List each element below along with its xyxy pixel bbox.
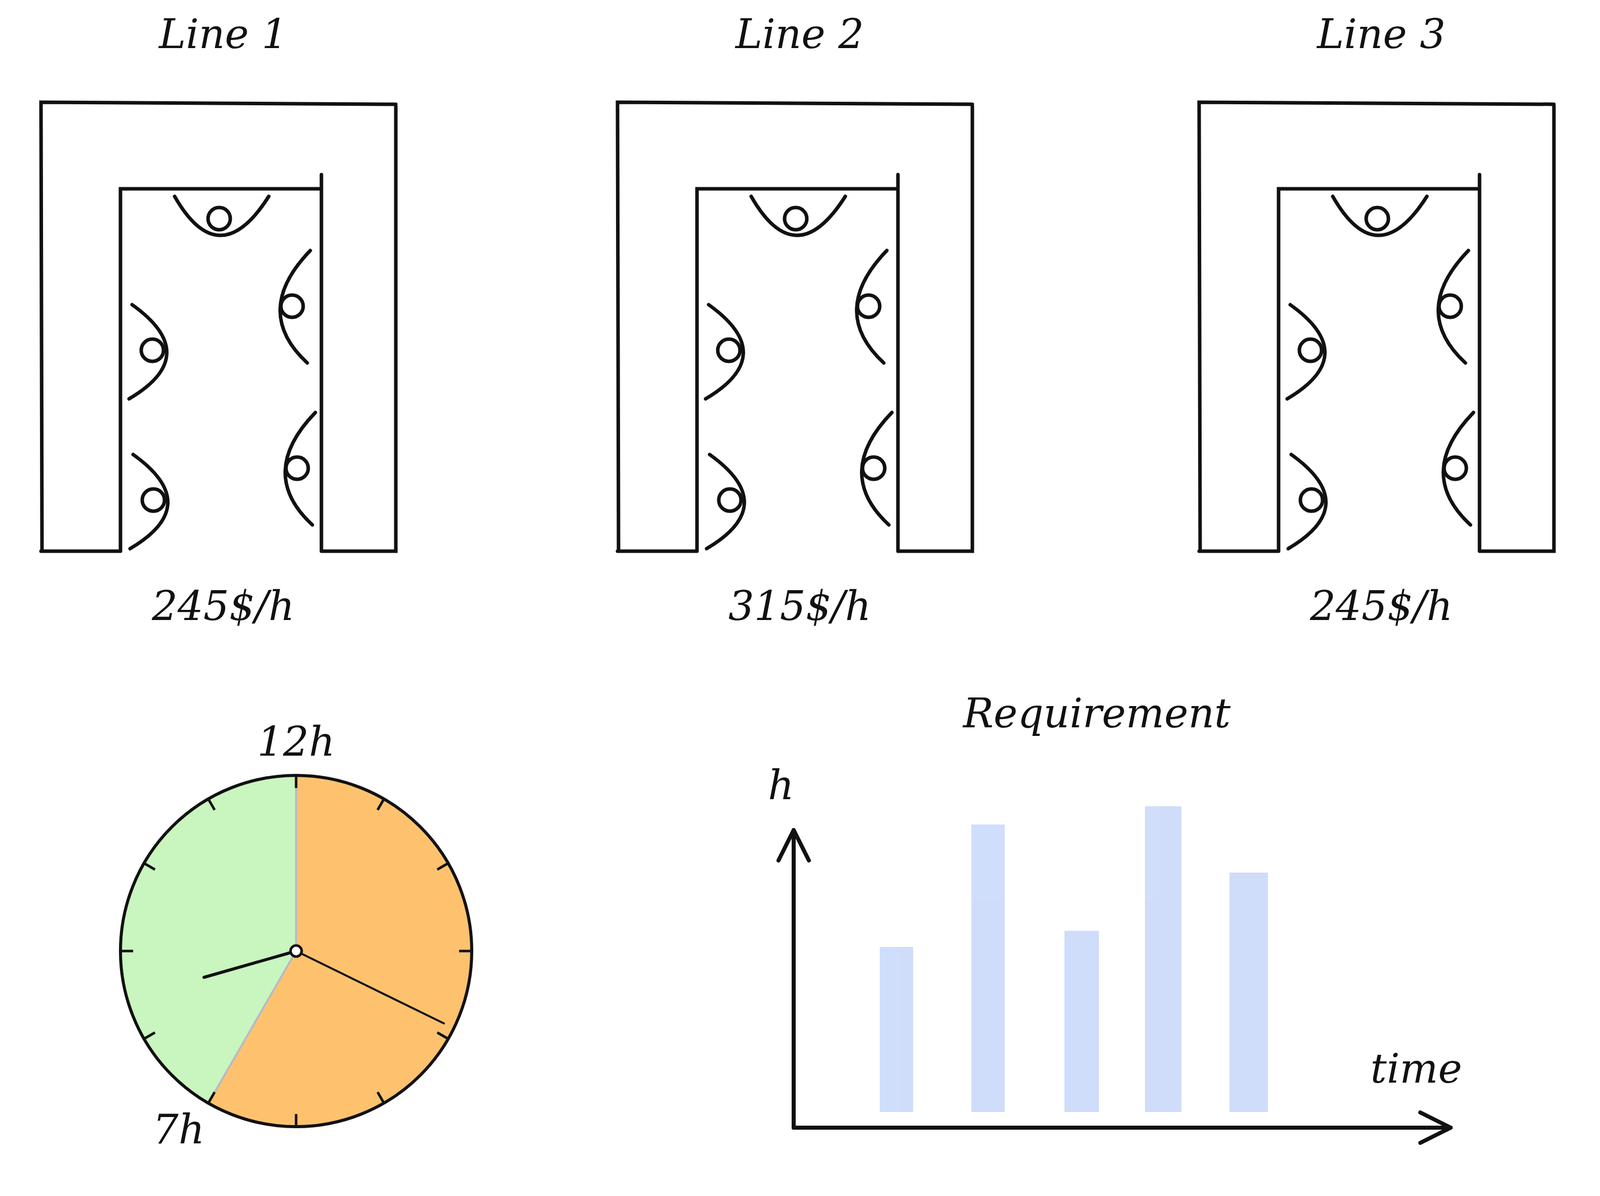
clock-tick: [143, 1032, 155, 1040]
worker-head: [1444, 457, 1467, 480]
line-outline: [1199, 102, 1554, 552]
production-line: Line 2 315$/h: [617, 0, 982, 653]
worker-head: [1439, 295, 1462, 318]
worker-head: [1299, 339, 1322, 362]
clock-tick: [295, 775, 298, 789]
worker-body: [130, 454, 169, 549]
line-frame: [1199, 0, 1564, 653]
line-frame: [617, 0, 982, 653]
worker-body: [856, 250, 887, 363]
worker-head: [717, 339, 741, 362]
workers: [1287, 196, 1474, 549]
axis-label: time: [1370, 1045, 1463, 1093]
worker-body: [279, 250, 311, 363]
production-line: Line 3 245$/h: [1199, 0, 1564, 653]
line-outline: [617, 102, 973, 552]
clock-tick: [377, 798, 385, 810]
worker-body: [1288, 454, 1327, 549]
workers: [705, 196, 892, 549]
line-cost: 245$/h: [40, 583, 406, 630]
clock-tick: [208, 798, 216, 810]
line-outline: [40, 102, 396, 552]
line-title: Line 3: [1199, 11, 1564, 58]
chart-title: Requirement: [963, 690, 1231, 737]
worker-body: [861, 412, 892, 525]
clock-tick: [143, 863, 155, 871]
production-line: Line 1 245$/h: [40, 0, 406, 653]
worker-body: [1287, 304, 1326, 399]
line-frame: [40, 0, 406, 653]
clock-label: 12h: [257, 718, 335, 766]
worker-head: [1300, 488, 1323, 512]
clock-tick: [437, 1032, 449, 1040]
worker-body: [706, 454, 745, 549]
line-title: Line 1: [40, 11, 406, 58]
clock-tick: [208, 1092, 216, 1104]
worker-head: [208, 207, 231, 230]
clock-tick: [459, 950, 472, 953]
line-cost: 315$/h: [617, 583, 982, 630]
worker-body: [174, 196, 269, 236]
clock-tick: [120, 950, 134, 953]
clock-label: 7h: [152, 1106, 205, 1154]
worker-body: [1443, 412, 1474, 525]
clock-tick: [377, 1092, 385, 1104]
worker-body: [129, 304, 168, 399]
clock-tick: [295, 1114, 298, 1127]
worker-head: [142, 488, 165, 512]
worker-head: [718, 488, 742, 512]
worker-head: [862, 457, 885, 480]
worker-head: [784, 207, 807, 230]
worker-head: [141, 339, 164, 362]
clock-tick: [437, 863, 449, 871]
worker-head: [1366, 207, 1389, 230]
worker-head: [280, 295, 304, 318]
line-title: Line 2: [617, 11, 982, 58]
line-cost: 245$/h: [1199, 583, 1564, 630]
worker-body: [705, 304, 744, 399]
worker-body: [1438, 250, 1469, 363]
bar-chart: [778, 806, 1451, 1143]
worker-body: [1332, 196, 1427, 236]
worker-body: [751, 196, 846, 236]
workers: [129, 196, 316, 549]
worker-head: [285, 457, 309, 480]
clock: [120, 775, 473, 1127]
axis-label: h: [767, 762, 795, 809]
worker-head: [857, 295, 880, 318]
worker-body: [284, 412, 316, 525]
